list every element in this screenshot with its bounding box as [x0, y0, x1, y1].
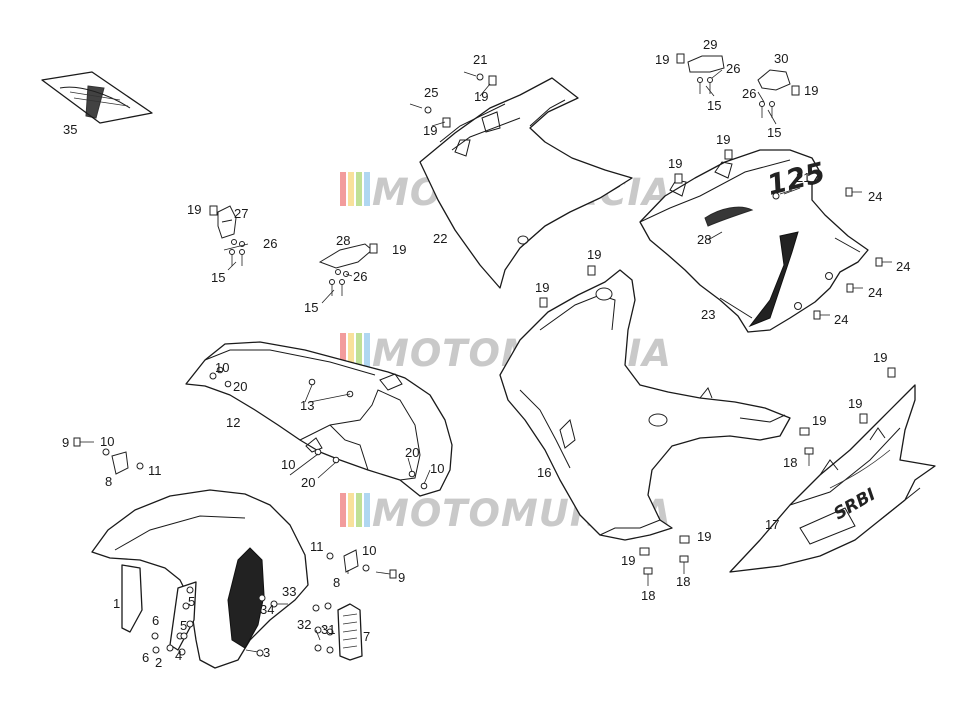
callout-24: 24 [834, 312, 848, 327]
callout-26: 26 [726, 61, 740, 76]
callout-19: 19 [474, 89, 488, 104]
callout-3: 3 [263, 645, 270, 660]
callout-15: 15 [707, 98, 721, 113]
callout-28: 28 [336, 233, 350, 248]
callout-25: 25 [424, 85, 438, 100]
callout-10: 10 [362, 543, 376, 558]
callout-6: 6 [152, 613, 159, 628]
part-17-lower-fairing: SRBI [729, 384, 936, 573]
part-16-center-fairing [499, 269, 791, 541]
callout-19: 19 [392, 242, 406, 257]
leader-lines [223, 69, 801, 641]
callout-18: 18 [676, 574, 690, 589]
callout-15: 15 [211, 270, 225, 285]
callout-5: 5 [180, 618, 187, 633]
callout-19: 19 [848, 396, 862, 411]
callout-15: 15 [767, 125, 781, 140]
callout-19: 19 [187, 202, 201, 217]
callout-28: 28 [697, 232, 711, 247]
part-7-reflector [337, 603, 363, 661]
callout-20: 20 [405, 445, 419, 460]
callout-21: 21 [473, 52, 487, 67]
callout-20: 20 [233, 379, 247, 394]
callout-19: 19 [812, 413, 826, 428]
callout-12: 12 [226, 415, 240, 430]
part-27-bracket [217, 205, 237, 239]
callout-32: 32 [297, 617, 311, 632]
callout-20: 20 [301, 475, 315, 490]
part-30-bracket [757, 69, 791, 91]
callout-26: 26 [263, 236, 277, 251]
callout-17: 17 [765, 517, 779, 532]
callout-10: 10 [215, 360, 229, 375]
part-1-front-fender [91, 489, 309, 669]
callout-19: 19 [621, 553, 635, 568]
callout-19: 19 [655, 52, 669, 67]
part-35-decal-sheet [41, 71, 153, 124]
callout-8: 8 [105, 474, 112, 489]
callout-19: 19 [535, 280, 549, 295]
callout-11: 11 [148, 463, 162, 478]
callout-19: 19 [587, 247, 601, 262]
callout-27: 27 [234, 206, 248, 221]
callout-26: 26 [742, 86, 756, 101]
callout-29: 29 [703, 37, 717, 52]
callout-24: 24 [896, 259, 910, 274]
callout-10: 10 [100, 434, 114, 449]
callout-19: 19 [697, 529, 711, 544]
callout-35: 35 [63, 122, 77, 137]
callout-19: 19 [716, 132, 730, 147]
callout-4: 4 [175, 648, 182, 663]
callout-26: 26 [353, 269, 367, 284]
callout-16: 16 [537, 465, 551, 480]
callout-24: 24 [868, 285, 882, 300]
callout-18: 18 [641, 588, 655, 603]
callout-34: 34 [260, 602, 274, 617]
callout-6: 6 [142, 650, 149, 665]
callout-10: 10 [430, 461, 444, 476]
callout-10: 10 [281, 457, 295, 472]
callout-22: 22 [433, 231, 447, 246]
callout-13: 13 [300, 398, 314, 413]
callout-23: 23 [701, 307, 715, 322]
callout-19: 19 [423, 123, 437, 138]
callout-33: 33 [282, 584, 296, 599]
callout-9: 9 [398, 570, 405, 585]
callout-19: 19 [873, 350, 887, 365]
part-22-side-panel [419, 77, 633, 289]
part-23-front-fairing: 125 [639, 149, 869, 333]
callout-7: 7 [363, 629, 370, 644]
callout-24: 24 [868, 189, 882, 204]
callout-8: 8 [333, 575, 340, 590]
callout-31: 31 [321, 622, 335, 637]
fasteners [73, 53, 896, 657]
part-29-bracket [687, 55, 725, 73]
callout-numbers: 35 21 19 25 19 22 19 29 26 15 30 26 19 1… [62, 37, 910, 670]
callout-1: 1 [113, 596, 120, 611]
callout-30: 30 [774, 51, 788, 66]
callout-5: 5 [188, 594, 195, 609]
callout-19: 19 [804, 83, 818, 98]
callout-21: 21 [796, 170, 810, 185]
callout-2: 2 [155, 655, 162, 670]
callout-15: 15 [304, 300, 318, 315]
callout-11: 11 [310, 539, 324, 554]
callout-9: 9 [62, 435, 69, 450]
callout-18: 18 [783, 455, 797, 470]
part-12-side-fairing [185, 341, 453, 497]
callout-19: 19 [668, 156, 682, 171]
